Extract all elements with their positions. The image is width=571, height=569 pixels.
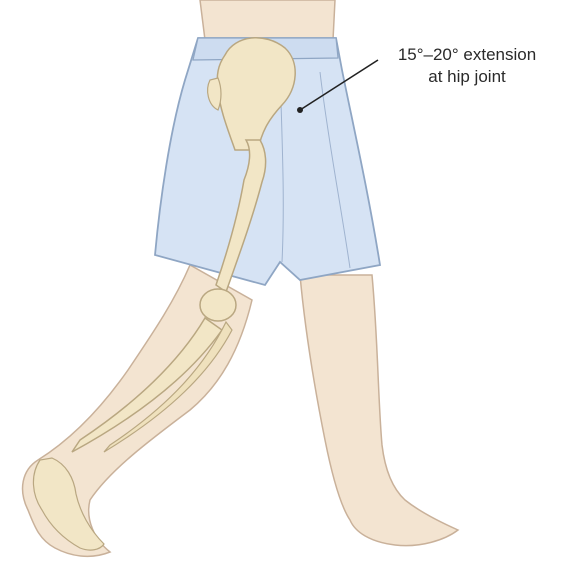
annotation-leader-dot <box>297 107 303 113</box>
torso-skin <box>200 0 335 40</box>
annotation-line-2: at hip joint <box>372 66 562 88</box>
annotation-line-1: 15°–20° extension <box>372 44 562 66</box>
front-leg-skin <box>300 275 458 546</box>
hip-extension-annotation: 15°–20° extension at hip joint <box>372 44 562 88</box>
knee-bone <box>200 289 236 321</box>
